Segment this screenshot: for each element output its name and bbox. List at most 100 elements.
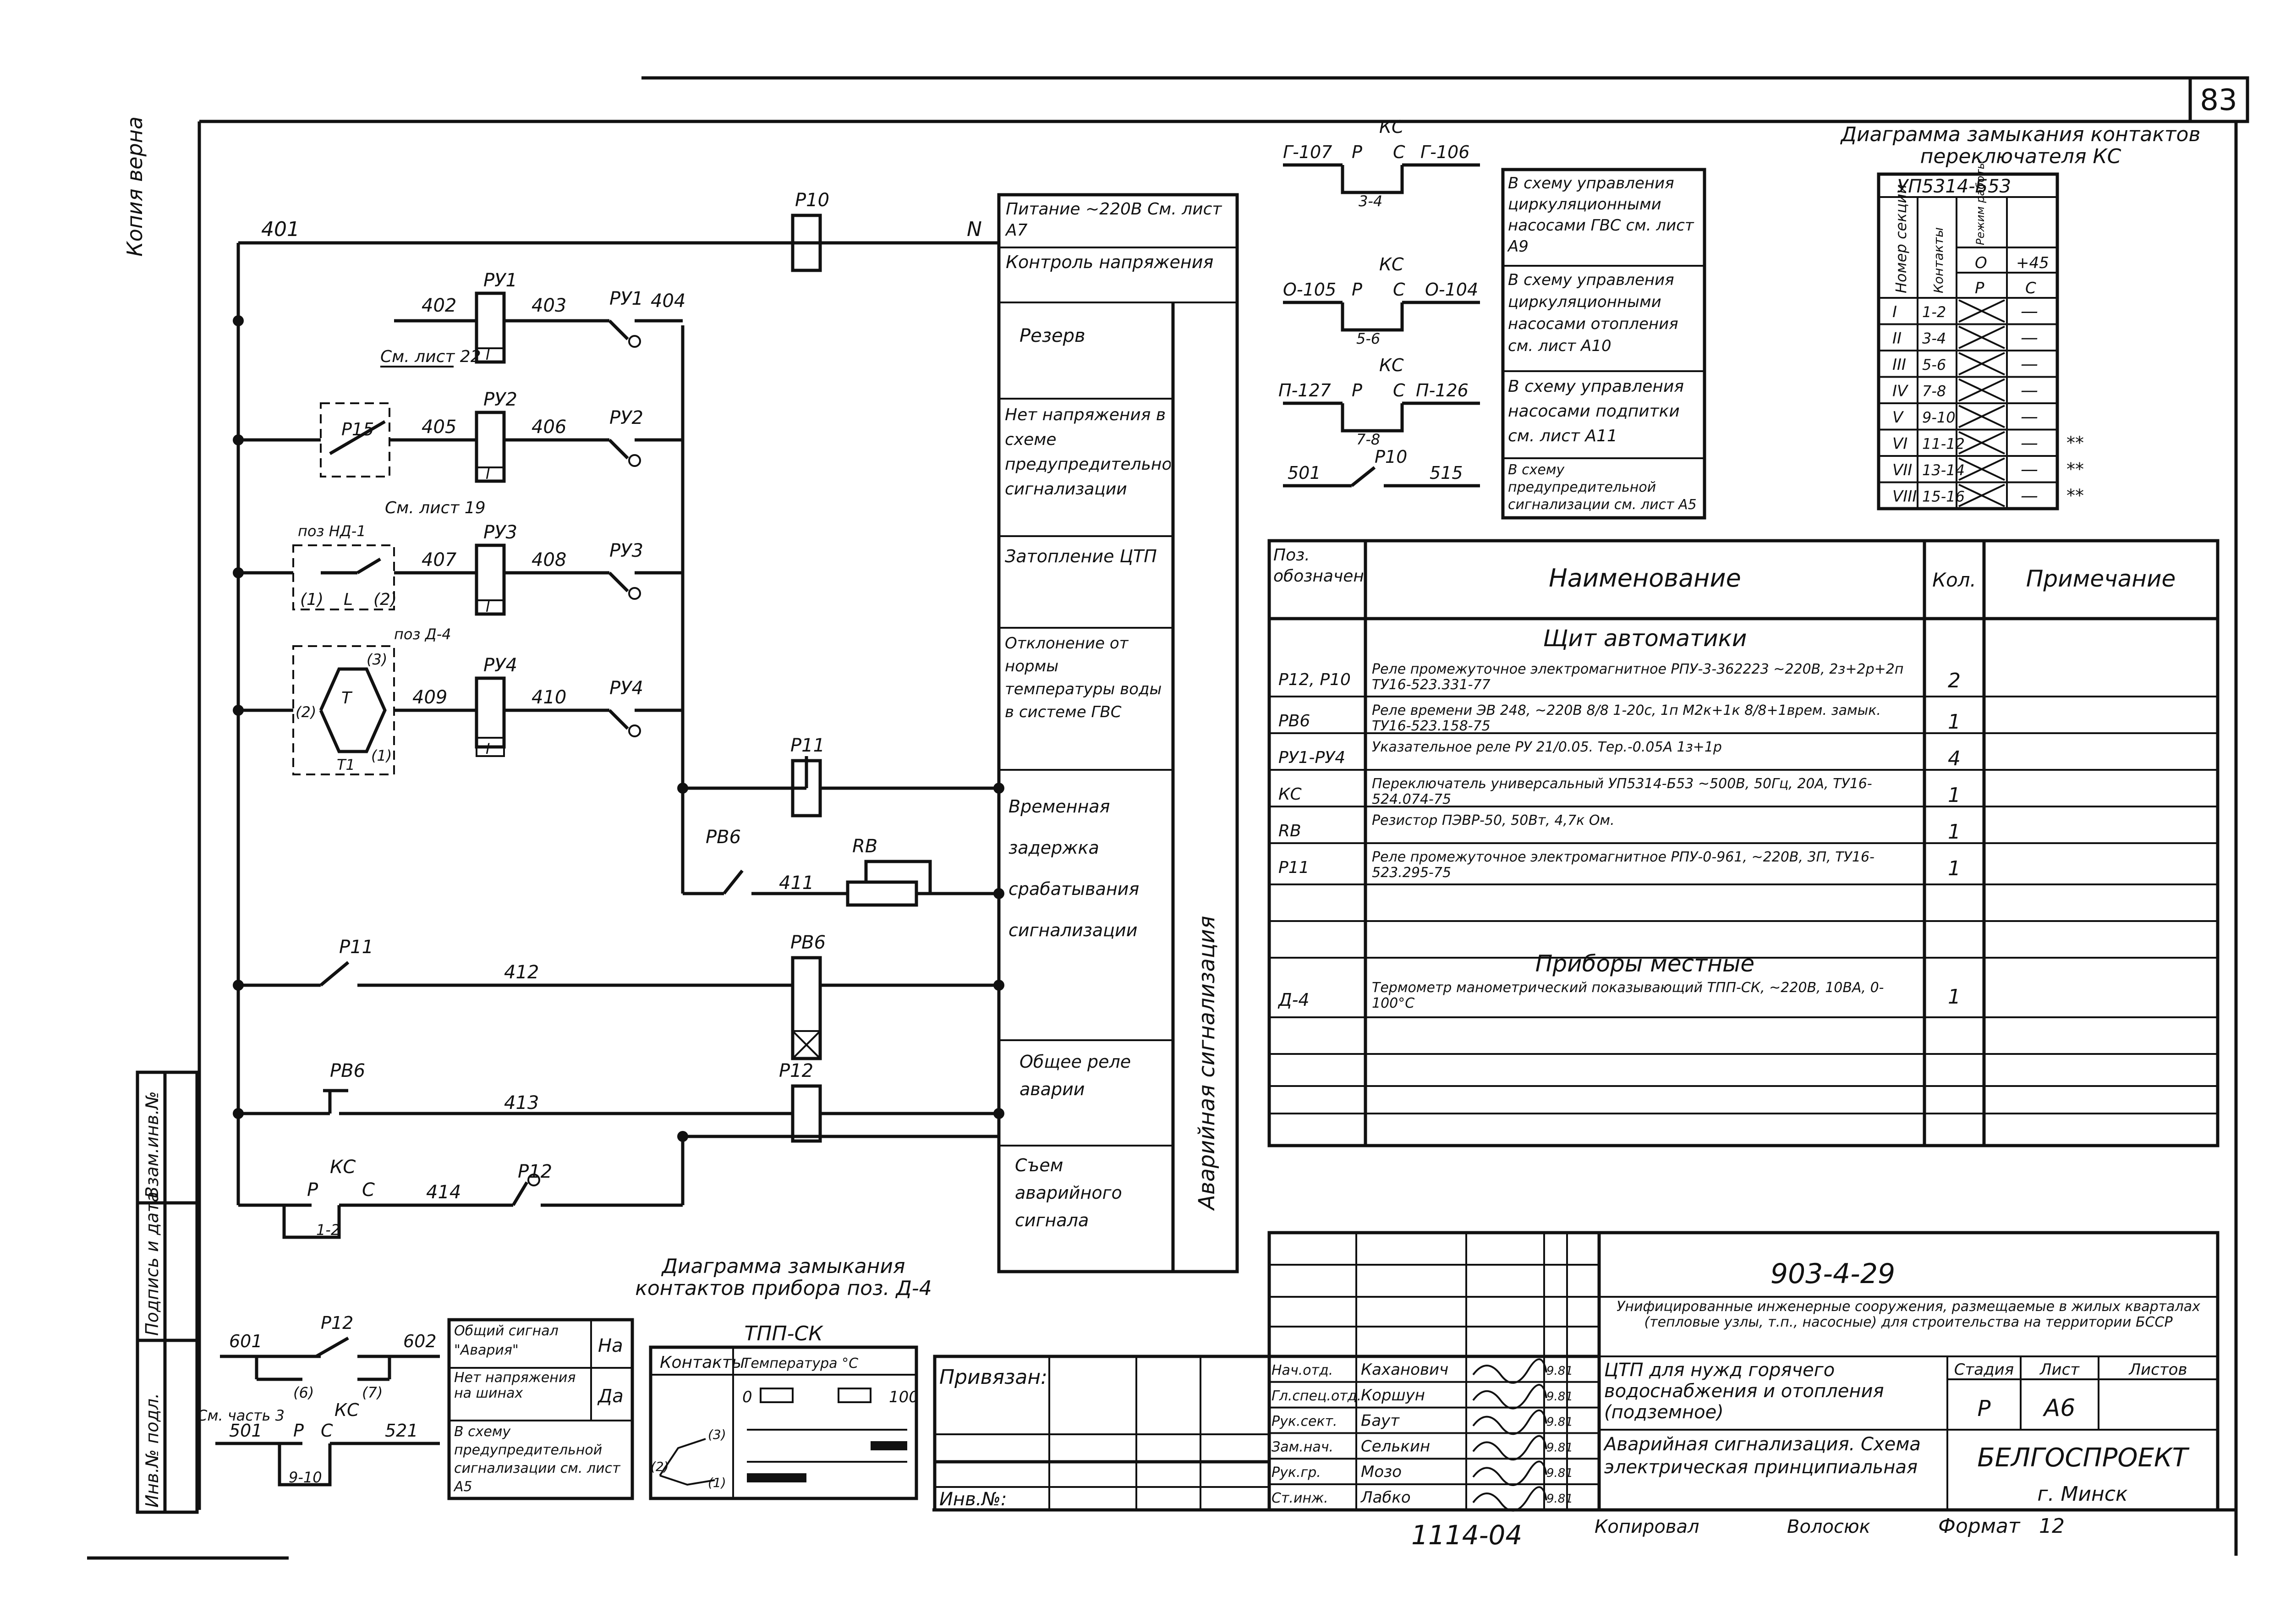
switch-row-c: — xyxy=(2021,328,2038,348)
device-p15-label: Р15 xyxy=(341,419,374,439)
wire-407: 407 xyxy=(422,549,457,571)
device-nd1-box xyxy=(292,544,395,610)
contact-ru4-label: РУ4 xyxy=(609,678,643,699)
relay-ru1-label: РУ1 xyxy=(483,270,517,291)
wire-404: 404 xyxy=(651,291,685,312)
contact-ru3-label: РУ3 xyxy=(609,540,643,561)
org-city: г. Минск xyxy=(2037,1482,2128,1506)
doc-code: 903-4-29 xyxy=(1770,1258,1895,1290)
ks-c-label: С xyxy=(362,1180,375,1201)
spec-row-pos: РУ1-РУ4 xyxy=(1278,748,1345,767)
relay-p10-coil xyxy=(791,214,822,272)
person-name: Селькин xyxy=(1361,1437,1430,1455)
function-power: Питание ~220В См. лист А7 xyxy=(1006,200,1222,240)
wire-409: 409 xyxy=(412,687,447,708)
switch-row-c: — xyxy=(2021,301,2038,321)
contact-rv6-label: РВ6 xyxy=(706,827,741,848)
switch-row-section: V xyxy=(1892,408,1904,427)
spec-section-1: Щит автоматики xyxy=(1543,625,1747,652)
ext1-ks: КС xyxy=(1379,117,1404,137)
supply-left: 401 xyxy=(261,218,300,241)
copier-name: Волосюк xyxy=(1787,1516,1870,1537)
stage-value: Р xyxy=(1978,1396,1991,1421)
person-role: Зам.нач. xyxy=(1272,1439,1333,1455)
person-name: Каханович xyxy=(1361,1361,1448,1379)
ext2-ks: КС xyxy=(1379,254,1404,274)
switch-row-c: — xyxy=(2021,459,2038,479)
sheet-header: Лист xyxy=(2039,1361,2080,1379)
coil-mark-3: I xyxy=(486,598,490,615)
ext3-c: С xyxy=(1393,380,1405,401)
binding-label-2: Подпись и дата xyxy=(142,1191,162,1336)
main-circuit: 401 N Р10 402 РУ1 I 403 РУ1 404 См. лист… xyxy=(233,190,1004,1239)
person-date: 9.81 xyxy=(1546,1466,1573,1480)
ext3-p: Р xyxy=(1352,380,1362,401)
bl-note-2: Нет напряжения на шинах xyxy=(454,1370,576,1401)
person-name: Мозо xyxy=(1361,1463,1402,1481)
sheets-header: Листов xyxy=(2128,1361,2187,1379)
switch-row-section: VI xyxy=(1892,435,1907,453)
d4-mark-3: (3) xyxy=(367,651,387,668)
d4-mark-t1: T1 xyxy=(337,756,355,774)
person-date: 9.81 xyxy=(1546,1492,1573,1506)
bl-wire-601: 601 xyxy=(229,1331,263,1351)
function-flooding: Затопление ЦТП xyxy=(1005,546,1157,566)
spec-header-qty: Кол. xyxy=(1932,569,1976,591)
wire-408: 408 xyxy=(532,549,566,571)
d4-diagram-title: Диаграмма замыкания контактов прибора по… xyxy=(635,1256,932,1300)
spec-row-name: Реле промежуточное электромагнитное РПУ-… xyxy=(1372,849,1874,881)
ext2-c: С xyxy=(1393,280,1405,300)
switch-row-mark: ** xyxy=(2066,459,2084,479)
inv-label: Инв.№: xyxy=(939,1489,1007,1510)
spec-row-pos: РВ6 xyxy=(1278,712,1310,730)
ext2-pos: 5-6 xyxy=(1356,330,1380,347)
contact-p12-label: Р12 xyxy=(518,1161,552,1182)
spec-row-pos: RВ xyxy=(1278,822,1301,840)
spec-row-qty: 1 xyxy=(1948,710,1961,734)
switch-row-c: — xyxy=(2021,380,2038,401)
wire-410: 410 xyxy=(532,687,566,708)
switch-row-c: — xyxy=(2021,354,2038,374)
ext4-left: 501 xyxy=(1288,463,1321,483)
stage-header: Стадия xyxy=(1954,1361,2014,1379)
spec-row-qty: 1 xyxy=(1948,985,1961,1009)
signature-scribble xyxy=(1472,1460,1547,1486)
signature-scribble xyxy=(1472,1384,1547,1410)
switch-model: УП5314-Б53 xyxy=(1897,176,2011,197)
switch-row-contacts: 1-2 xyxy=(1922,303,1946,321)
switch-col-section: Номер секции xyxy=(1892,184,1910,293)
ext1-c: С xyxy=(1393,142,1405,162)
wire-414: 414 xyxy=(426,1182,461,1203)
page-number: 83 xyxy=(2200,83,2237,117)
spec-section-2: Приборы местные xyxy=(1535,950,1754,977)
ks-label: КС xyxy=(330,1157,356,1178)
side-label: Копия верна xyxy=(122,116,147,257)
switch-row-section: IV xyxy=(1892,382,1909,401)
relay-p10-label: Р10 xyxy=(795,190,829,211)
device-d4-label: поз Д-4 xyxy=(394,625,451,643)
contact-p11-label: Р11 xyxy=(339,937,373,958)
switch-pos-c: С xyxy=(2025,279,2036,297)
ext1-left: Г-107 xyxy=(1283,142,1332,162)
function-group-label: Аварийная сигнализация xyxy=(1194,916,1220,1211)
switch-row-c: — xyxy=(2021,406,2038,427)
ext2-left: О-105 xyxy=(1283,280,1336,300)
switch-diagram-title: Диаграмма замыкания контактов переключат… xyxy=(1841,124,2201,168)
switch-row-contacts: 3-4 xyxy=(1922,330,1946,347)
bl-state-2: Да xyxy=(597,1386,624,1407)
spec-row-pos: КС xyxy=(1278,785,1302,804)
spec-row-name: Резистор ПЭВР-50, 50Вт, 4,7к Ом. xyxy=(1372,812,1615,828)
wire-403: 403 xyxy=(532,295,566,316)
contact-ru1-label: РУ1 xyxy=(609,288,643,309)
d4-mark-1: (1) xyxy=(371,747,392,764)
coil-mark-2: I xyxy=(486,465,490,483)
relay-ru2-label: РУ2 xyxy=(483,389,517,410)
org-name: БЕЛГОСПРОЕКТ xyxy=(1977,1443,2189,1473)
function-temp-deviation: Отклонение от нормы температуры воды в с… xyxy=(1005,634,1162,721)
switch-row-section: I xyxy=(1892,303,1897,321)
switch-pos-p: Р xyxy=(1975,279,1984,297)
function-signal-reset: Съем аварийного сигнала xyxy=(1015,1155,1122,1230)
coil-mark-1: I xyxy=(486,346,490,363)
